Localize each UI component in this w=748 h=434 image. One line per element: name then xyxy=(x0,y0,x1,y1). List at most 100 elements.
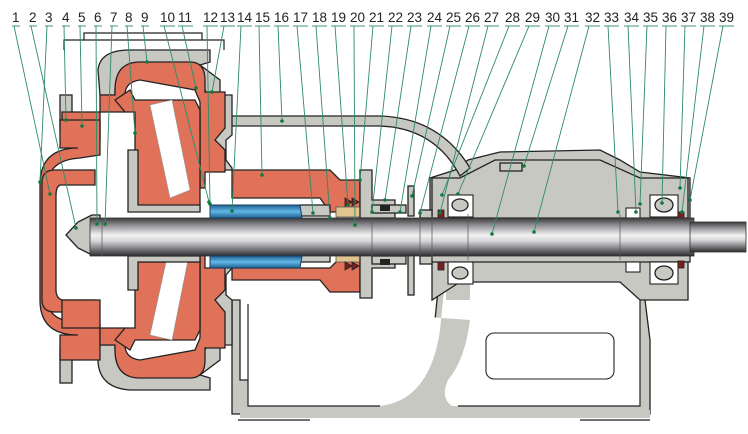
leader-line-21 xyxy=(359,25,374,181)
leader-dot-18 xyxy=(328,216,332,220)
leader-line-35 xyxy=(639,25,648,205)
frame-window xyxy=(485,332,615,380)
leader-dot-39 xyxy=(688,198,692,202)
leader-dot-37 xyxy=(678,186,682,190)
leader-line-37 xyxy=(679,25,686,189)
leader-dot-30 xyxy=(490,232,494,236)
leader-line-9 xyxy=(142,25,148,63)
part-label-9: 9 xyxy=(141,10,149,25)
leader-dot-23 xyxy=(383,198,387,202)
leader-dot-7 xyxy=(103,222,107,226)
leader-line-16 xyxy=(277,25,283,122)
part-label-4: 4 xyxy=(62,10,70,25)
part-label-24: 24 xyxy=(427,10,443,25)
part-label-19: 19 xyxy=(331,10,346,25)
leader-line-18 xyxy=(315,25,331,219)
leader-dot-33 xyxy=(616,210,620,214)
leader-line-20 xyxy=(353,25,356,226)
part-label-30: 30 xyxy=(545,10,560,25)
leader-dot-21 xyxy=(358,178,362,182)
leader-dot-1 xyxy=(48,192,52,196)
leader-dot-22 xyxy=(370,210,374,214)
leader-dot-14 xyxy=(230,209,234,213)
leader-dot-11 xyxy=(194,86,198,90)
leader-line-4 xyxy=(63,25,67,121)
leader-line-7 xyxy=(104,25,113,225)
leader-dot-3 xyxy=(38,180,42,184)
leader-dot-34 xyxy=(634,210,638,214)
part-label-11: 11 xyxy=(178,10,192,25)
leader-dot-29 xyxy=(456,192,460,196)
leader-dot-2 xyxy=(74,226,78,230)
leader-line-36 xyxy=(661,25,667,204)
leader-line-1 xyxy=(13,25,51,195)
leader-line-17 xyxy=(296,25,314,214)
volute-liner xyxy=(39,61,361,379)
leader-dot-15 xyxy=(260,173,264,177)
bearing-housing xyxy=(431,159,689,302)
part-label-25: 25 xyxy=(446,10,461,25)
part-label-21: 21 xyxy=(369,10,384,25)
part-label-37: 37 xyxy=(681,10,696,25)
part-label-17: 17 xyxy=(293,10,308,25)
part-label-3: 3 xyxy=(45,10,53,25)
expeller-ring xyxy=(407,185,415,217)
leader-dot-19 xyxy=(346,203,350,207)
leader-line-14 xyxy=(231,25,242,212)
leader-line-3 xyxy=(39,25,48,183)
part-label-23: 23 xyxy=(407,10,422,25)
leader-line-38 xyxy=(681,25,705,213)
leader-line-11 xyxy=(181,25,197,89)
leader-dot-8 xyxy=(133,131,137,135)
part-label-14: 14 xyxy=(237,10,253,25)
part-label-10: 10 xyxy=(160,10,175,25)
impeller xyxy=(114,89,201,351)
leader-line-32 xyxy=(533,25,590,233)
part-label-26: 26 xyxy=(465,10,480,25)
leader-line-24 xyxy=(399,25,432,213)
part-label-1: 1 xyxy=(12,10,20,25)
part-label-34: 34 xyxy=(624,10,640,25)
part-label-8: 8 xyxy=(125,10,133,25)
packing-ring xyxy=(335,206,363,218)
leader-line-33 xyxy=(607,25,619,213)
shaft-drive-end xyxy=(689,221,747,253)
leader-line-2 xyxy=(30,25,77,229)
leader-dot-16 xyxy=(280,119,284,123)
part-label-13: 13 xyxy=(220,10,235,25)
leader-line-10 xyxy=(163,25,210,203)
part-label-16: 16 xyxy=(274,10,289,25)
leader-dot-32 xyxy=(532,230,536,234)
leader-line-15 xyxy=(258,25,263,176)
leader-dot-25 xyxy=(410,194,414,198)
shaft xyxy=(89,217,695,257)
leader-line-22 xyxy=(371,25,393,213)
part-label-29: 29 xyxy=(525,10,540,25)
shaft-sleeve xyxy=(209,204,303,219)
part-label-22: 22 xyxy=(388,10,403,25)
part-label-7: 7 xyxy=(110,10,118,25)
leader-line-19 xyxy=(334,25,349,206)
leader-line-6 xyxy=(95,25,98,225)
leader-dot-17 xyxy=(311,211,315,215)
leader-line-31 xyxy=(523,25,569,167)
leader-line-39 xyxy=(689,25,724,201)
leader-dot-20 xyxy=(353,223,357,227)
adjusting-arm xyxy=(229,115,471,178)
leader-line-13 xyxy=(211,25,225,93)
leader-dot-35 xyxy=(638,202,642,206)
part-label-39: 39 xyxy=(719,10,734,25)
leader-dot-9 xyxy=(145,60,149,64)
shaft-assembly xyxy=(89,204,747,269)
part-label-5: 5 xyxy=(78,10,86,25)
part-label-32: 32 xyxy=(585,10,600,25)
leader-line-28 xyxy=(441,25,510,196)
leader-line-26 xyxy=(419,25,470,214)
leader-line-30 xyxy=(491,25,550,235)
leader-line-25 xyxy=(411,25,451,197)
part-label-20: 20 xyxy=(350,10,365,25)
leader-line-34 xyxy=(627,25,637,213)
leader-dot-24 xyxy=(398,210,402,214)
